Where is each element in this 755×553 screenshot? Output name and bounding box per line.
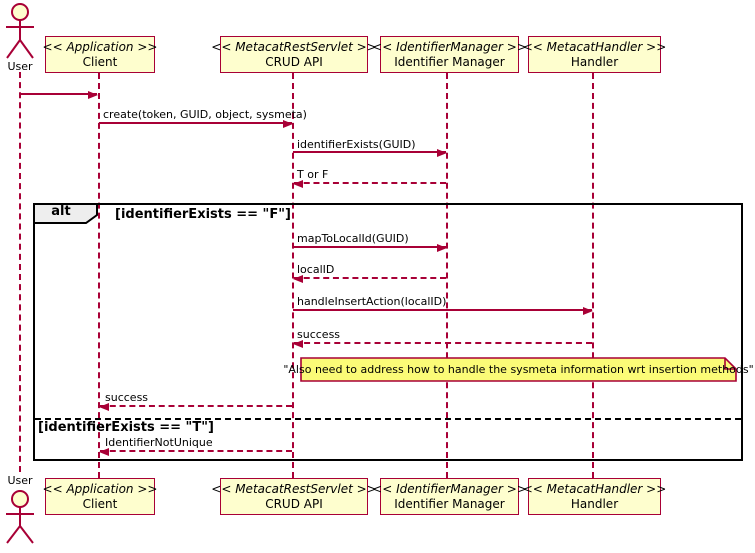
participant-identifier-manager-bottom: << IdentifierManager >> Identifier Manag…	[372, 478, 527, 515]
note-sysmeta: "Also need to address how to handle the …	[283, 357, 754, 382]
participant-name: CRUD API	[265, 54, 323, 69]
alt-guard-false: [identifierExists == "F"]	[115, 207, 291, 222]
participant-name: Identifier Manager	[394, 54, 505, 69]
actor-label-top: User	[7, 60, 33, 73]
message-handle-insert-action	[293, 307, 593, 315]
participant-name: Handler	[570, 54, 619, 69]
participant-stereotype: << Application >>	[42, 481, 158, 496]
participant-name: Client	[82, 54, 118, 69]
actor-label-bottom: User	[7, 474, 33, 487]
participant-name: CRUD API	[265, 496, 323, 511]
note-text: "Also need to address how to handle the …	[283, 363, 754, 376]
message-success-client	[99, 403, 292, 411]
lifeline-client	[98, 73, 100, 478]
participant-identifier-manager-top: << IdentifierManager >> Identifier Manag…	[372, 36, 527, 73]
lifeline-identifier-manager	[446, 73, 448, 478]
lifeline-handler	[592, 73, 594, 478]
participant-stereotype: << IdentifierManager >>	[372, 39, 527, 54]
message-label-success-handler: success	[297, 328, 341, 341]
participant-stereotype: << MetacatRestServlet >>	[211, 481, 377, 496]
participant-stereotype: << MetacatHandler >>	[522, 39, 667, 54]
participant-client-bottom: << Application >> Client	[42, 478, 158, 515]
message-label-identifier-exists: identifierExists(GUID)	[297, 138, 416, 151]
alt-operator-label: alt	[51, 204, 71, 219]
message-local-id	[293, 275, 446, 283]
participant-stereotype: << MetacatRestServlet >>	[211, 39, 377, 54]
participant-client-top: << Application >> Client	[42, 36, 158, 73]
participant-stereotype: << IdentifierManager >>	[372, 481, 527, 496]
participant-stereotype: << Application >>	[42, 39, 158, 54]
alt-operator-pentagon: alt	[33, 203, 99, 224]
participant-handler-bottom: << MetacatHandler >> Handler	[523, 478, 666, 515]
actor-figure-bottom	[6, 490, 34, 544]
participant-crud-api-top: << MetacatRestServlet >> CRUD API	[211, 36, 377, 73]
participant-name: Handler	[570, 496, 619, 511]
lifeline-user	[19, 72, 21, 472]
message-identifier-exists	[293, 149, 447, 157]
message-label-handle-insert-action: handleInsertAction(localID)	[297, 295, 447, 308]
participant-name: Identifier Manager	[394, 496, 505, 511]
message-identifier-not-unique	[99, 448, 292, 456]
participant-handler-top: << MetacatHandler >> Handler	[523, 36, 666, 73]
participant-stereotype: << MetacatHandler >>	[522, 481, 667, 496]
message-create	[99, 120, 293, 128]
participant-name: Client	[82, 496, 118, 511]
alt-guard-true: [identifierExists == "T"]	[38, 420, 214, 435]
alt-else-divider	[35, 418, 741, 420]
message-label-create: create(token, GUID, object, sysmeta)	[103, 108, 307, 121]
message-t-or-f	[293, 180, 446, 188]
message-label-local-id: localID	[297, 263, 335, 276]
note-shape	[300, 357, 737, 382]
message-success-handler	[293, 340, 592, 348]
message-label-success-client: success	[105, 391, 149, 404]
participant-crud-api-bottom: << MetacatRestServlet >> CRUD API	[211, 478, 377, 515]
message-label-identifier-not-unique: IdentifierNotUnique	[105, 436, 213, 449]
message-map-to-local-id	[293, 244, 447, 252]
message-label-map-to-local-id: mapToLocalId(GUID)	[297, 232, 409, 245]
actor-figure-top	[6, 3, 34, 59]
alt-frame: alt [identifierExists == "F"] [identifie…	[33, 203, 743, 461]
message-user-to-client	[20, 91, 98, 99]
message-label-t-or-f: T or F	[297, 168, 329, 181]
